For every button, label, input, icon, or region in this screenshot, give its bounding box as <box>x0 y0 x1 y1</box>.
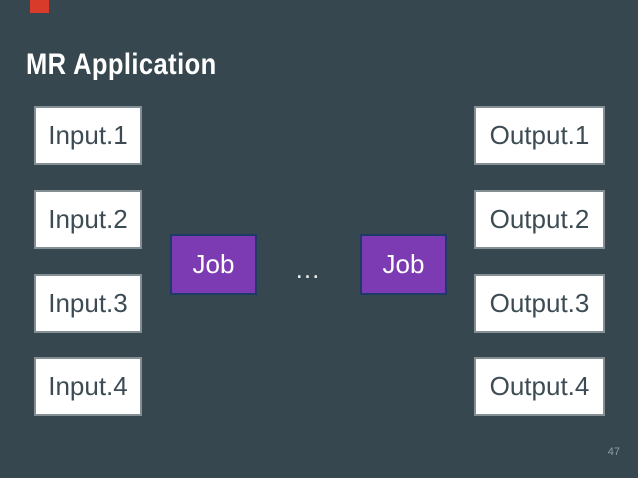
job-box-2: Job <box>360 234 447 295</box>
page-number: 47 <box>607 446 620 458</box>
red-marker <box>30 0 49 13</box>
job-box-1: Job <box>170 234 257 295</box>
input-box-3: Input.3 <box>34 274 142 333</box>
output-box-1: Output.1 <box>474 106 605 165</box>
input-box-2: Input.2 <box>34 190 142 249</box>
output-box-3: Output.3 <box>474 274 605 333</box>
input-box-4: Input.4 <box>34 357 142 416</box>
input-box-1: Input.1 <box>34 106 142 165</box>
output-box-4: Output.4 <box>474 357 605 416</box>
output-box-2: Output.2 <box>474 190 605 249</box>
slide-title: MR Application <box>26 48 217 81</box>
ellipsis: … <box>294 254 323 284</box>
